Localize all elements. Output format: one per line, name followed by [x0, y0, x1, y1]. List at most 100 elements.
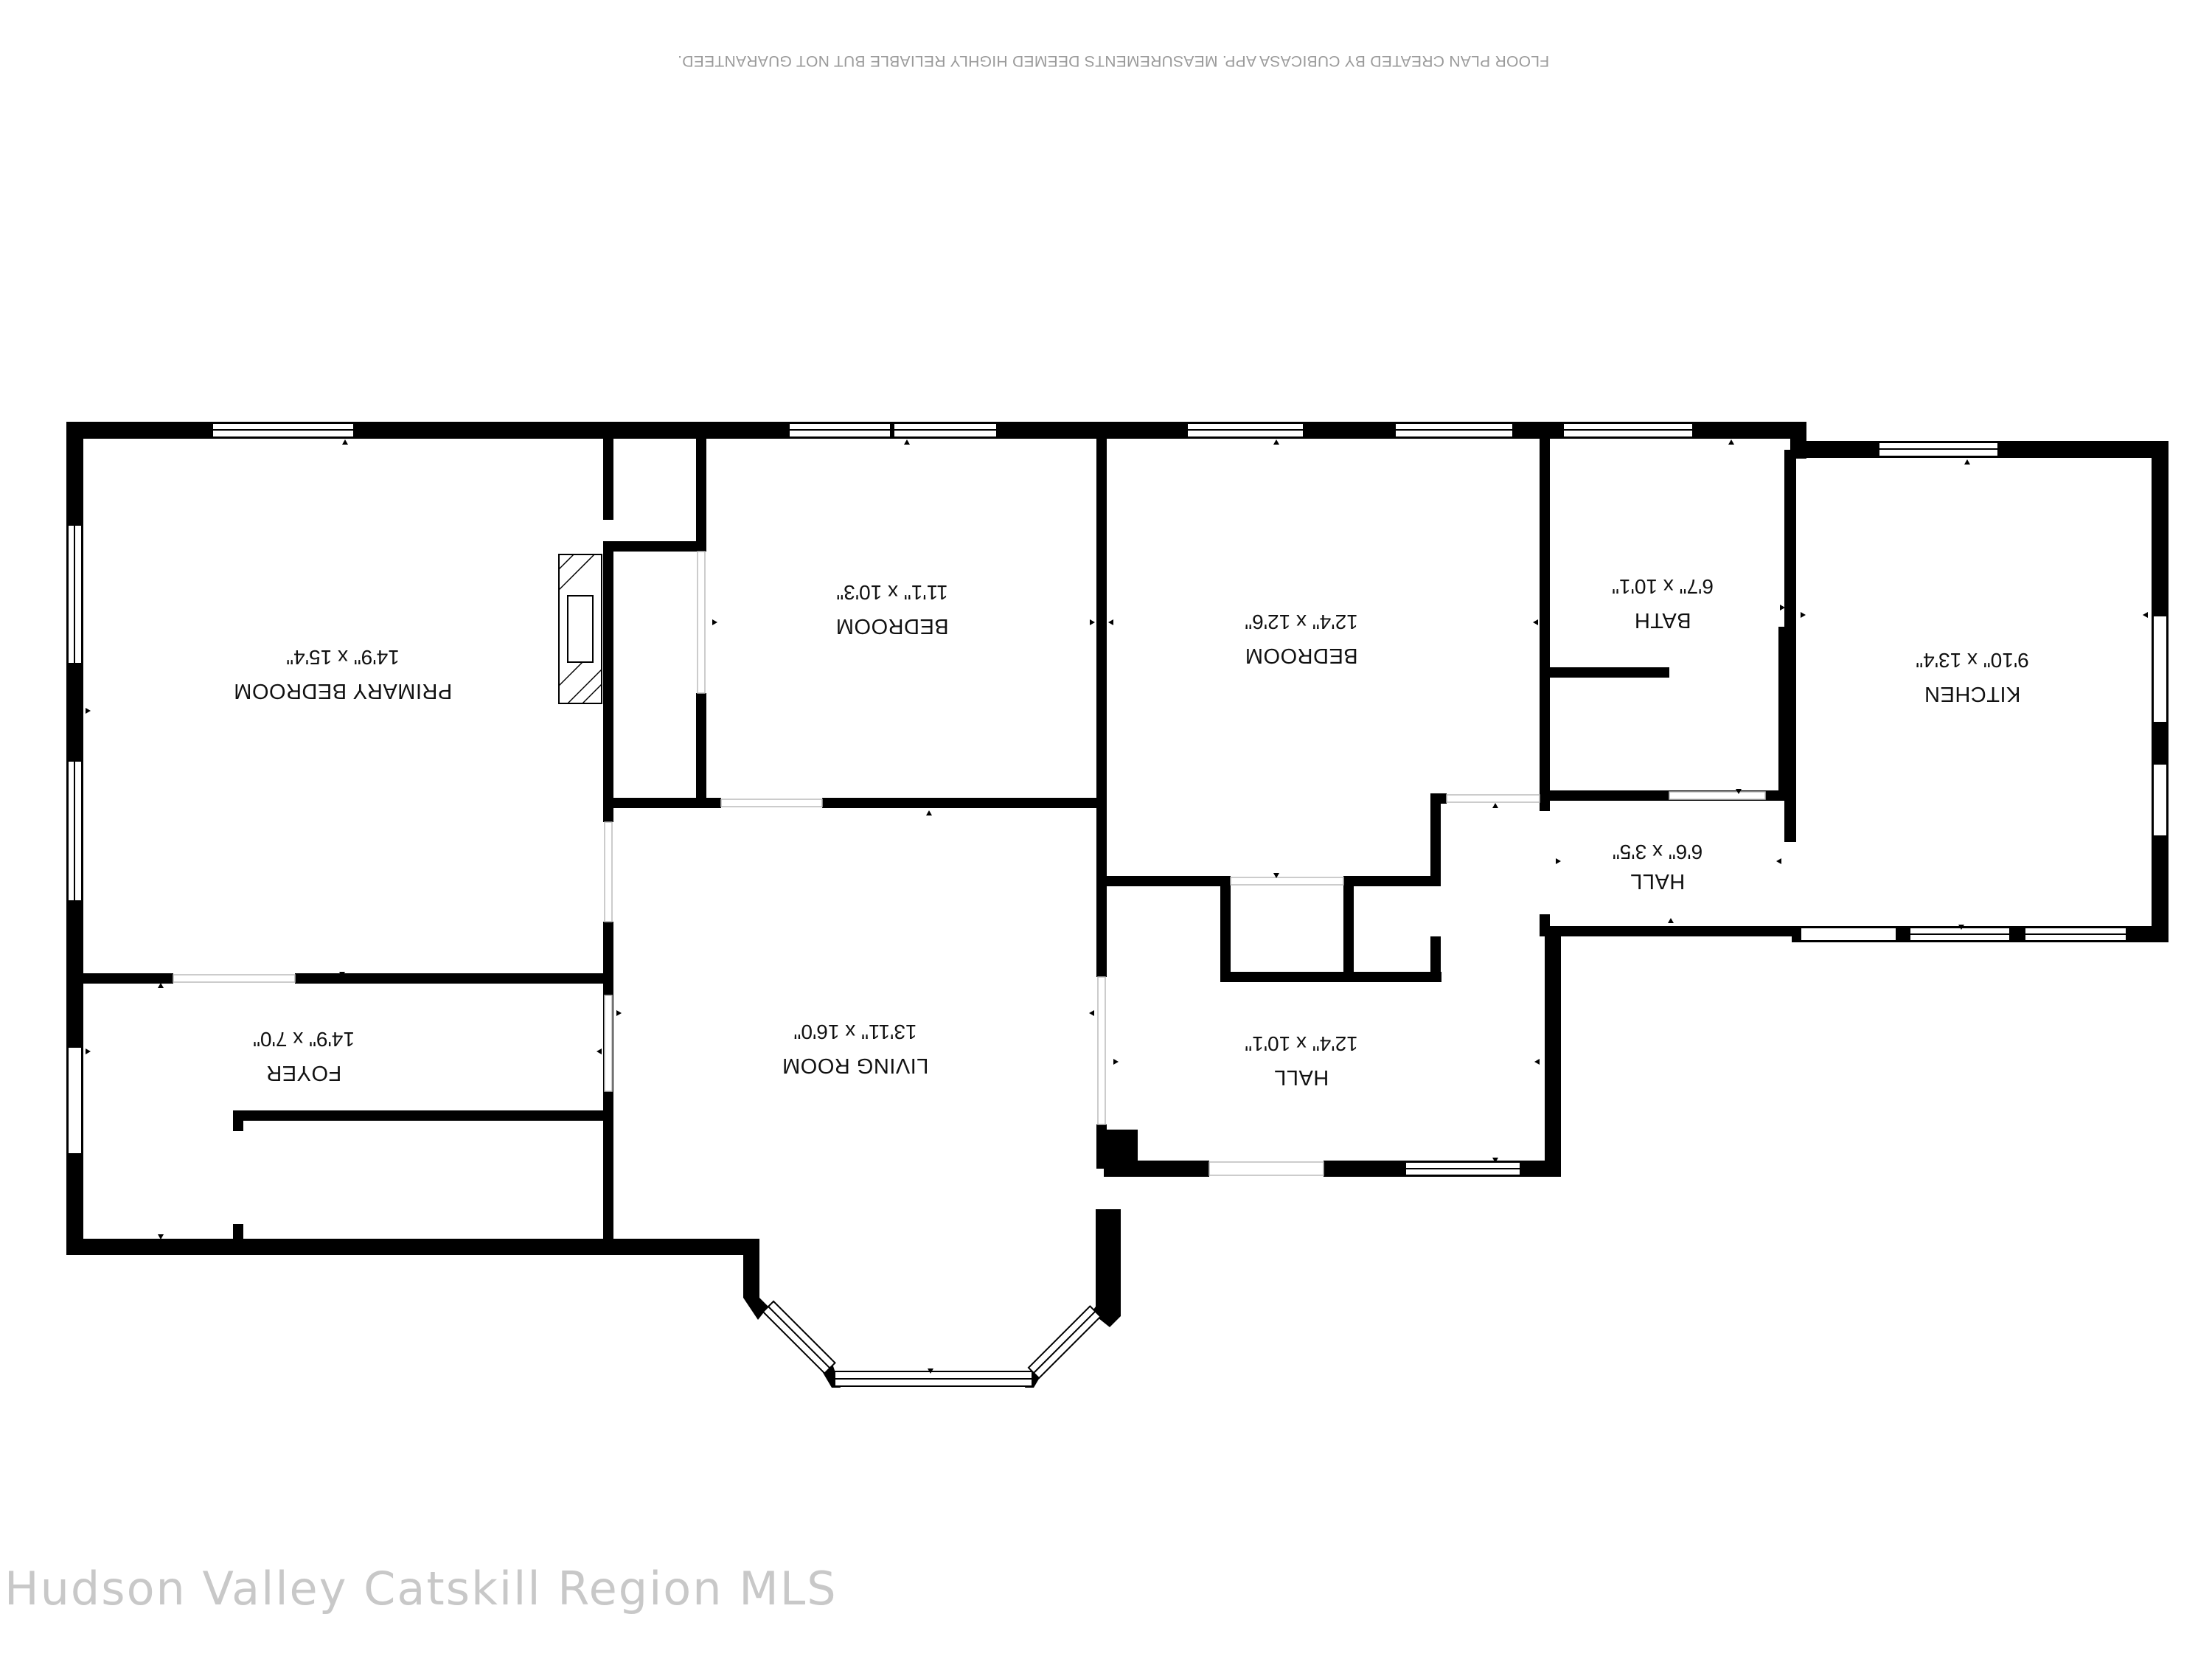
wall-closet-top	[603, 541, 706, 552]
room-dims: 12'4" x 10'1"	[1245, 1032, 1358, 1055]
wall-closet2-bottom	[1220, 972, 1441, 982]
wall-closet-bottom	[603, 798, 721, 808]
room-name: FOYER	[266, 1061, 341, 1085]
door-front-entry	[1208, 1161, 1324, 1176]
marker	[158, 983, 164, 988]
door-primary-foyer	[173, 974, 296, 983]
marker	[712, 619, 717, 625]
room-name: BATH	[1634, 608, 1691, 632]
wall-hall-left-stub	[1104, 1130, 1138, 1177]
wall-smallhall-left	[1540, 789, 1550, 811]
marker	[1273, 873, 1279, 878]
wall-foyer-closet-left	[233, 1110, 243, 1131]
window-primary-left-a	[67, 524, 83, 664]
door-openings	[173, 551, 1766, 1176]
marker	[2143, 612, 2148, 618]
room-name: LIVING ROOM	[782, 1054, 929, 1077]
room-name: KITCHEN	[1924, 682, 2021, 706]
wall-bay-left-corner	[743, 1298, 768, 1320]
wall-bay-left-post	[743, 1239, 759, 1298]
wall-smallhall-left-lower	[1540, 914, 1550, 936]
walls	[66, 422, 2168, 1388]
room-dims: 11'1" x 10'3"	[836, 581, 947, 604]
door-closet2	[1230, 877, 1344, 886]
wall-kitchen-step	[1790, 422, 1806, 459]
room-name: BEDROOM	[1245, 644, 1357, 667]
wall-foyer-closet-left-low	[233, 1224, 243, 1253]
marker	[1273, 439, 1279, 445]
marker	[1780, 605, 1785, 611]
window-hall-bottom	[1405, 1161, 1521, 1176]
room-dims: 6'6" x 3'5"	[1613, 841, 1703, 863]
wall-closet-right	[696, 693, 706, 804]
window-bedroom2-top-a	[1186, 422, 1304, 438]
room-dims: 13'11" x 16'0"	[793, 1020, 917, 1043]
wall-bath-closet	[1550, 667, 1669, 678]
room-bedroom-2: BEDROOM 12'4" x 12'6"	[1245, 611, 1358, 667]
window-kitchen-right-b	[2152, 763, 2168, 837]
wall-bay-right-post	[1096, 1209, 1121, 1312]
room-living-room: LIVING ROOM 13'11" x 16'0"	[782, 1020, 929, 1077]
wall-closet2-mid-right	[1343, 876, 1354, 979]
marker	[1108, 619, 1113, 625]
wall-kitchen-left-lower	[1784, 790, 1796, 820]
window-kitchen-right-a	[2152, 615, 2168, 723]
marker	[597, 1048, 602, 1054]
marker	[339, 972, 345, 977]
wall-foyer-right-low	[603, 1091, 613, 1121]
wall-foyer-top-right	[295, 973, 612, 984]
wall-primary-right	[603, 439, 613, 520]
door-foyer-living	[604, 995, 613, 1092]
wall-closet-right-top	[696, 439, 706, 542]
window-kitchen-bottom-b	[1909, 927, 2011, 942]
marker	[616, 1010, 622, 1016]
room-dims: 6'7" x 10'1"	[1612, 575, 1714, 598]
wall-foyer-closet-top	[233, 1110, 613, 1121]
window-bath-top	[1562, 422, 1694, 438]
fireplace-icon	[558, 554, 602, 704]
marker	[904, 439, 910, 445]
wall-closet2-top-right	[1343, 876, 1432, 886]
wall-bedroom2-step	[1430, 793, 1441, 886]
wall-bedroom-divider-lower	[1096, 1124, 1107, 1169]
marker	[928, 1368, 933, 1374]
marker	[1668, 918, 1674, 923]
window-primary-top	[212, 422, 355, 438]
marker	[1090, 619, 1095, 625]
marker	[86, 1048, 91, 1054]
window-bay-left	[762, 1300, 836, 1374]
wall-hall-right	[1545, 926, 1561, 1177]
marker	[1728, 439, 1734, 445]
door-hall-small	[1446, 794, 1540, 803]
window-bay-center	[834, 1371, 1033, 1387]
marker	[158, 1234, 164, 1239]
marker	[1113, 1059, 1119, 1065]
marker	[1089, 1010, 1094, 1016]
room-name: BEDROOM	[835, 614, 948, 638]
wall-kitchen-left	[1778, 450, 1796, 795]
marker	[342, 439, 348, 445]
door-closet-bedroom1	[697, 551, 706, 694]
room-hall-large: HALL 12'4" x 10'1"	[1245, 1032, 1358, 1089]
marker	[1556, 858, 1561, 864]
window-kitchen-bottom-c	[2024, 927, 2127, 942]
marker	[1534, 1059, 1540, 1065]
window-primary-left-b	[67, 760, 83, 902]
wall-foyer-top-left	[74, 973, 173, 984]
window-foyer-left	[67, 1046, 83, 1155]
wall-smallhall-bottom	[1545, 926, 1799, 936]
room-kitchen: KITCHEN 9'10" x 13'4"	[1916, 649, 2029, 706]
wall-closet2-right-low	[1430, 936, 1441, 982]
marker	[1958, 925, 1964, 930]
door-bath	[1669, 791, 1766, 800]
room-dims: 14'9" x 15'4"	[286, 646, 400, 669]
marker	[1736, 789, 1742, 794]
marker	[1492, 803, 1498, 808]
room-dims: 14'9" x 7'0"	[253, 1028, 355, 1051]
wall-kitchen-corner	[1784, 820, 1796, 842]
wall-primary-right-lower	[603, 542, 613, 822]
room-labels: PRIMARY BEDROOM 14'9" x 15'4" BEDROOM 11…	[234, 575, 2029, 1089]
wall-bedroom1-bottom	[822, 798, 1107, 808]
measurement-markers	[86, 439, 2148, 1374]
